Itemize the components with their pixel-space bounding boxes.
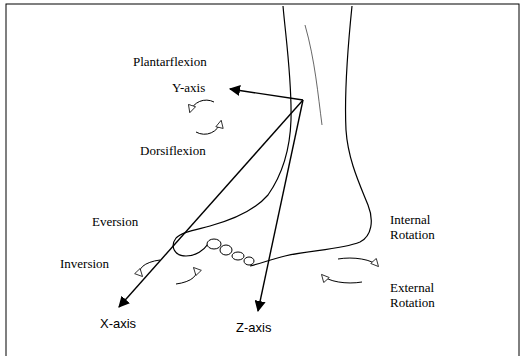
toe [220, 245, 232, 255]
axis-label: Plantarflexion [133, 54, 207, 69]
axis-label: Eversion [92, 214, 138, 229]
rotation-arrows [140, 100, 378, 284]
axis-label: Z-axis [236, 320, 271, 335]
axis-label: Dorsiflexion [140, 143, 206, 158]
toe [232, 252, 244, 260]
axis-label: Y-axis [172, 80, 205, 95]
axes [119, 89, 303, 311]
toe [244, 257, 254, 265]
axis-label: Inversion [60, 256, 109, 271]
axis-label: External Rotation [390, 280, 456, 310]
toes [207, 239, 254, 265]
axis-label: Internal Rotation [390, 212, 456, 242]
axis-label: X-axis [100, 316, 136, 331]
toe [207, 239, 221, 249]
foot-outline [173, 6, 371, 266]
frame [6, 4, 519, 356]
